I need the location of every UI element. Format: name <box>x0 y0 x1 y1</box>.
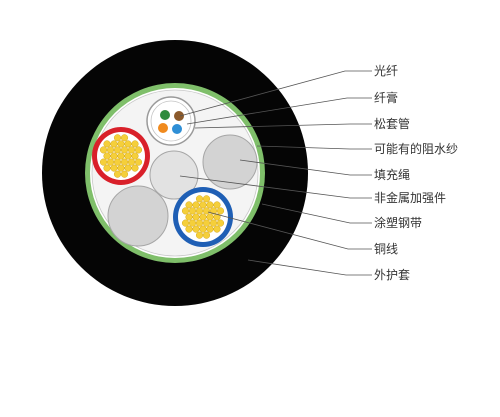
copper-strand <box>195 231 204 239</box>
leader-line-steel-tape <box>261 203 372 224</box>
copper-strand <box>192 201 200 209</box>
copper-strand <box>113 146 122 154</box>
copper-strand <box>195 195 204 203</box>
label-outer-sheath: 外护套 <box>374 268 410 282</box>
filler-rope <box>107 185 169 247</box>
copper-strand <box>131 140 139 148</box>
copper-strand <box>185 225 193 233</box>
copper-strand <box>199 213 207 221</box>
copper-strand <box>110 152 118 160</box>
fiber-orange <box>158 123 168 133</box>
copper-strand <box>120 158 129 166</box>
label-fiber: 光纤 <box>374 64 398 78</box>
copper-strand <box>213 201 221 209</box>
copper-strands <box>181 195 225 239</box>
nonmetal-strength-member <box>149 150 199 200</box>
leader-line-copper-wire <box>207 211 372 250</box>
leader-line-water-blocking-yarn <box>256 145 372 150</box>
copper-strand <box>117 164 125 172</box>
copper-strand <box>192 213 200 221</box>
label-gel: 纤膏 <box>374 90 398 105</box>
loose-tube <box>146 96 196 146</box>
label-water-blocking-yarn: 可能有的阻水纱 <box>374 141 458 156</box>
labels: 光纤 纤膏 松套管 可能有的阻水纱 填充绳 非金属加强件 涂塑钢带 铜线 外护套 <box>374 64 458 282</box>
copper-strand <box>110 140 118 148</box>
copper-strand <box>134 158 143 166</box>
copper-strand <box>113 134 122 142</box>
copper-strand <box>106 146 115 154</box>
copper-strand <box>131 164 139 172</box>
copper-strand <box>127 146 136 154</box>
copper-strand <box>199 201 207 209</box>
copper-strand <box>120 134 129 142</box>
copper-strand <box>99 146 108 154</box>
fiber-green <box>160 110 170 120</box>
copper-strand <box>202 231 211 239</box>
copper-strand <box>202 207 211 215</box>
leader-line-gel <box>186 97 372 125</box>
label-filler-rope: 填充绳 <box>374 167 410 182</box>
leader-line-outer-sheath <box>247 259 372 276</box>
copper-strand <box>131 152 139 160</box>
copper-strand <box>124 152 132 160</box>
copper-strand <box>124 140 132 148</box>
copper-strand <box>209 207 218 215</box>
fiber-blue <box>172 124 182 134</box>
copper-strand <box>188 219 197 227</box>
copper-strand <box>181 207 190 215</box>
copper-strand <box>99 158 108 166</box>
copper-strand <box>195 219 204 227</box>
copper-conductor-red <box>92 127 150 185</box>
copper-strand <box>181 219 190 227</box>
copper-strand <box>202 195 211 203</box>
label-coated-steel-tape: 涂塑钢带 <box>374 215 422 230</box>
copper-strand <box>216 207 225 215</box>
copper-strand <box>110 164 118 172</box>
copper-strand <box>103 164 111 172</box>
filler-rope <box>202 134 258 190</box>
copper-strand <box>199 225 207 233</box>
leader-line-filler-rope <box>239 159 372 176</box>
copper-strand <box>202 219 211 227</box>
copper-strand <box>216 219 225 227</box>
copper-strand <box>134 146 143 154</box>
copper-strand <box>195 207 204 215</box>
copper-strand <box>127 158 136 166</box>
copper-strand <box>120 146 129 154</box>
copper-strand <box>206 201 214 209</box>
copper-conductor-blue <box>173 187 233 247</box>
copper-strand <box>124 164 132 172</box>
copper-strand <box>188 207 197 215</box>
copper-strand <box>113 170 122 178</box>
copper-strands <box>99 134 143 178</box>
copper-strand <box>213 213 221 221</box>
copper-strand <box>192 225 200 233</box>
copper-strand <box>185 213 193 221</box>
copper-strand <box>185 201 193 209</box>
leader-line-fiber <box>179 70 372 117</box>
copper-strand <box>213 225 221 233</box>
label-loose-tube: 松套管 <box>374 116 410 131</box>
fiber-brown <box>174 111 184 121</box>
copper-strand <box>206 225 214 233</box>
label-copper-wire: 铜线 <box>374 241 398 256</box>
copper-strand <box>120 170 129 178</box>
copper-strand <box>117 152 125 160</box>
leader-lines <box>179 70 372 276</box>
copper-strand <box>117 140 125 148</box>
copper-strand <box>206 213 214 221</box>
copper-strand <box>209 219 218 227</box>
leader-line-loose-tube <box>194 123 372 129</box>
copper-strand <box>106 158 115 166</box>
copper-strand <box>103 152 111 160</box>
copper-strand <box>103 140 111 148</box>
copper-strand <box>113 158 122 166</box>
leader-line-strength-member <box>179 175 372 199</box>
label-nonmetal-strength-member: 非金属加强件 <box>374 190 446 205</box>
